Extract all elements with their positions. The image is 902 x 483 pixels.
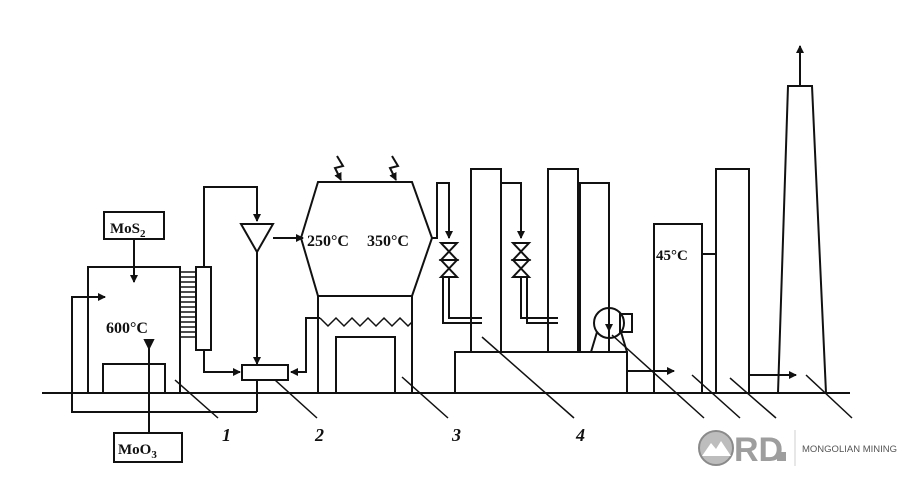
tall-tower [715,168,750,394]
converter-heat-coil [319,316,413,328]
converter-chamber [335,336,396,394]
hatch-marks [611,334,853,419]
roaster-heat-fins [180,271,196,338]
absorber-tower-two [547,168,579,353]
stage1-temperature: 250°C [307,233,349,250]
valve-two [510,242,532,278]
chimney-stack [776,85,828,394]
callout-1: 1 [222,425,231,445]
roaster-temperature: 600°C [106,320,148,337]
roaster-hearth [102,363,166,394]
watermark-logo-text: RD [734,431,783,469]
leader-3 [401,376,449,419]
cyclone-separator [239,223,275,255]
mountain-logo-icon [698,430,734,466]
leader-1 [174,379,219,419]
fan-motor [619,313,633,333]
leader-2 [274,379,318,419]
heat-exchanger [195,266,212,351]
callout-4: 4 [575,425,585,445]
absorber-base [454,351,628,394]
feed-label: MoS2 [110,221,146,240]
callout-3: 3 [451,425,461,445]
heat-input-right-icon [388,155,400,181]
watermark: RD MONGOLIAN MINING [698,430,897,469]
stage2-temperature: 350°C [367,233,409,250]
tower-temperature: 45°C [656,248,688,264]
absorber-tower-one [470,168,502,353]
valve-one [438,242,460,278]
gas-mixer [241,364,289,381]
scrubber-tower [653,223,703,394]
watermark-company: MONGOLIAN MINING [802,444,897,455]
heat-input-left-icon [333,155,345,181]
leader-4 [481,336,575,419]
callout-2: 2 [314,425,324,445]
product-label: MoO3 [118,442,157,461]
